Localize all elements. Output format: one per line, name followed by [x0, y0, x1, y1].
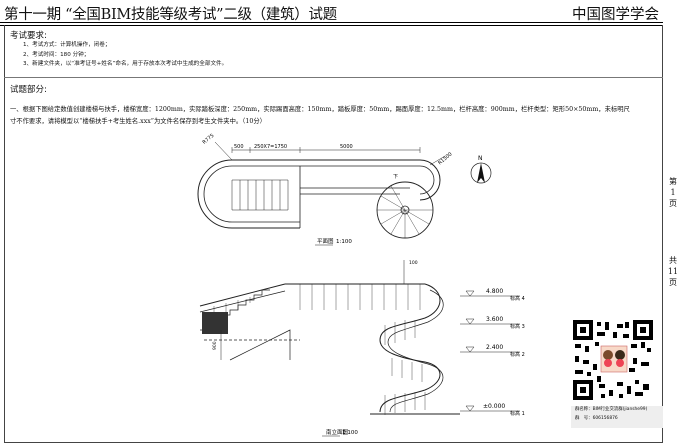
plan-dim-500: 500	[234, 144, 244, 150]
level-value: 3.600	[486, 316, 503, 323]
level-label: 标高 4	[510, 295, 525, 302]
level-label: 标高 1	[510, 410, 525, 417]
question-text: 一、根据下图给定数值创建楼梯与扶手，楼梯宽度：1200mm，实际踏板深度：250…	[10, 104, 662, 127]
page-frame	[4, 25, 663, 443]
level-value: 4.800	[486, 288, 503, 295]
north-arrow	[470, 162, 492, 184]
elevation-scale: 1:100	[342, 430, 358, 436]
question-line-1: 一、根据下图给定数值创建楼梯与扶手，楼梯宽度：1200mm，实际踏板深度：250…	[10, 106, 630, 113]
elevation-caption: 南立面图	[326, 428, 349, 436]
requirements-title: 考试要求:	[10, 31, 47, 41]
plan-dim-5000: 5000	[340, 144, 353, 150]
plan-caption: 平面图	[317, 237, 334, 245]
plan-scale: 1:100	[336, 239, 352, 245]
header-rule-thin	[0, 25, 663, 26]
north-label: N	[478, 155, 483, 162]
requirements-list: 1、考试方式：计算机操作，闭卷； 2、考试时间：180 分钟； 3、新建文件夹，…	[23, 41, 227, 70]
organization-name: 中国图学学会	[572, 7, 659, 23]
level-value: 2.400	[486, 344, 503, 351]
section-divider	[4, 77, 663, 78]
header-rule	[0, 22, 663, 24]
plan-down-marker: 下	[393, 174, 398, 180]
level-value: ±0.000	[483, 403, 505, 410]
qr-group-name: 群名称：BIM行业交流群(jianshe99)	[575, 407, 648, 412]
plan-dim-radius-right: R1500	[437, 151, 453, 166]
qr-code-image	[573, 320, 653, 400]
exam-title: 第十一期 “全国BIM技能等级考试”二级（建筑）试题	[4, 7, 337, 23]
plan-dim-radius-left: R775	[202, 133, 216, 146]
elevation-side-dim: 900	[212, 341, 218, 350]
requirement-item: 2、考试时间：180 分钟；	[23, 51, 90, 58]
qr-group-info: 群名称：BIM行业交流群(jianshe99) 群 号：606156876	[571, 406, 663, 428]
section-title: 试题部分:	[10, 85, 47, 95]
plan-dim-treads: 250X7=1750	[254, 144, 287, 150]
question-line-2: 寸不作要求，请将模型以“楼梯扶手+考生姓名.xxx”为文件名保存到考生文件夹中。…	[10, 117, 266, 125]
qr-group-number: 群 号：606156876	[575, 415, 618, 421]
requirement-item: 3、新建文件夹，以“准考证号+姓名”命名，用于存放本次考试中生成的全部文件。	[23, 61, 228, 68]
plan-view	[197, 141, 446, 239]
requirement-item: 1、考试方式：计算机操作，闭卷；	[23, 42, 111, 48]
level-label: 标高 2	[510, 351, 525, 358]
elevation-top-dim: 100	[409, 260, 418, 266]
elevation-view	[199, 260, 520, 415]
level-label: 标高 3	[510, 323, 525, 330]
